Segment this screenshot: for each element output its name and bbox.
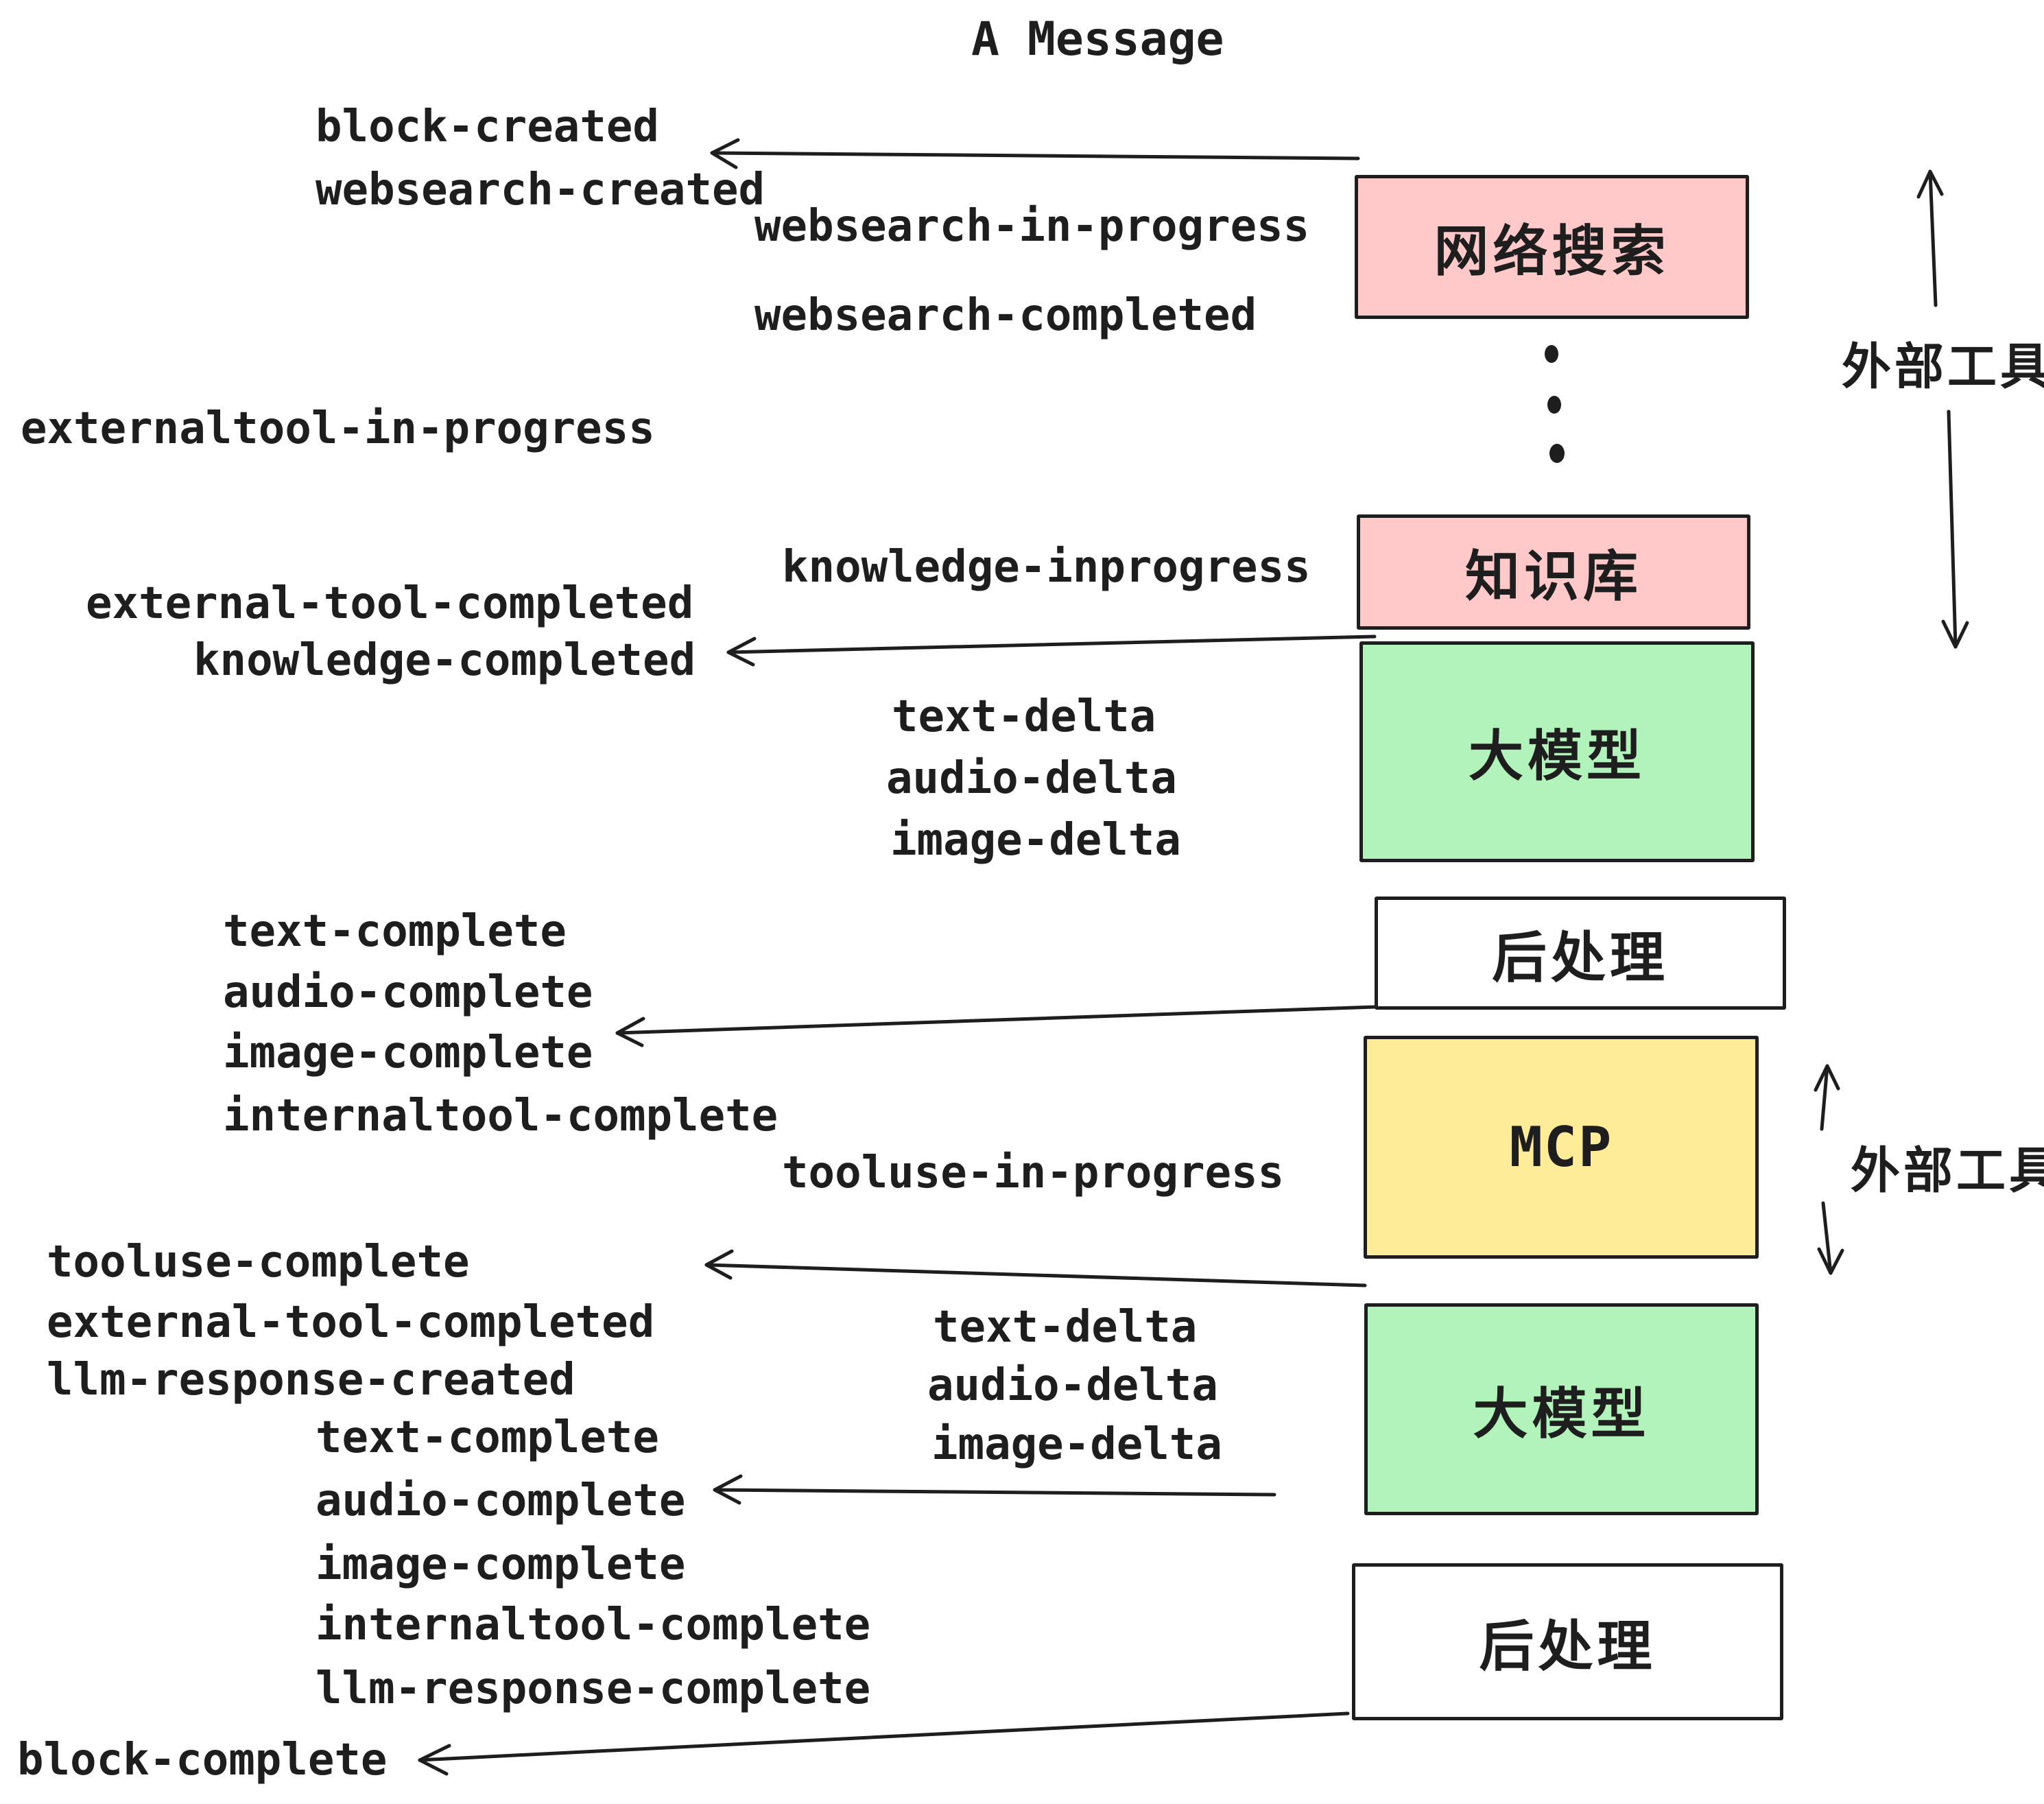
event-llm-response-complete: llm-response-complete xyxy=(316,1663,871,1714)
box-mcp-label: MCP xyxy=(1509,1115,1613,1179)
event-audio-complete-2: audio-complete xyxy=(316,1475,686,1526)
arrow-websearch-to-created xyxy=(710,138,1360,169)
event-image-complete-1: image-complete xyxy=(223,1028,593,1078)
event-knowledge-completed: knowledge-completed xyxy=(193,635,696,686)
event-externaltool-in-progress: externaltool-in-progress xyxy=(21,403,655,454)
arrow-external-tool-bottom-down xyxy=(1817,1201,1844,1275)
external-tool-label-bottom: 外部工具 xyxy=(1851,1143,2044,1199)
arrow-external-tool-bottom-up xyxy=(1814,1064,1840,1131)
event-image-delta-1: image-delta xyxy=(890,815,1181,866)
event-text-complete-2: text-complete xyxy=(316,1412,659,1463)
box-websearch-label: 网络搜索 xyxy=(1434,221,1670,282)
event-audio-delta-1: audio-delta xyxy=(886,753,1177,804)
box-knowledge-base: 知识库 xyxy=(1357,514,1750,630)
box-postprocess-1: 后处理 xyxy=(1375,897,1786,1010)
event-websearch-completed: websearch-completed xyxy=(754,290,1257,341)
box-mcp: MCP xyxy=(1364,1036,1759,1259)
event-internaltool-complete-1: internaltool-complete xyxy=(223,1091,779,1141)
external-tool-label-top: 外部工具 xyxy=(1842,340,2044,395)
arrow-external-tool-top-down xyxy=(1941,410,1969,649)
event-block-complete: block-complete xyxy=(17,1735,388,1785)
arrow-post1-to-complete xyxy=(615,1005,1377,1047)
event-audio-complete-1: audio-complete xyxy=(223,967,593,1018)
box-postprocess-1-label: 后处理 xyxy=(1492,927,1669,988)
arrow-external-tool-top-up xyxy=(1916,169,1944,307)
event-image-delta-2: image-delta xyxy=(931,1419,1222,1470)
box-llm-1-label: 大模型 xyxy=(1469,726,1645,787)
box-knowledge-base-label: 知识库 xyxy=(1465,546,1642,607)
event-internaltool-complete-2: internaltool-complete xyxy=(316,1600,871,1650)
event-text-complete-1: text-complete xyxy=(223,906,567,957)
event-text-delta-1: text-delta xyxy=(892,691,1156,742)
ellipsis-dots xyxy=(1545,345,1565,463)
event-audio-delta-2: audio-delta xyxy=(927,1360,1218,1411)
event-tooluse-complete: tooluse-complete xyxy=(47,1237,470,1287)
event-text-delta-2: text-delta xyxy=(933,1302,1198,1353)
box-llm-2-label: 大模型 xyxy=(1473,1383,1650,1445)
event-tooluse-in-progress: tooluse-in-progress xyxy=(782,1148,1285,1198)
event-knowledge-inprogress: knowledge-inprogress xyxy=(782,542,1311,593)
event-websearch-in-progress: websearch-in-progress xyxy=(754,201,1310,252)
page-title: A Message xyxy=(971,12,1224,67)
arrow-mcp-to-tooluse-complete xyxy=(704,1249,1367,1287)
event-image-complete-2: image-complete xyxy=(316,1539,686,1590)
event-external-tool-completed-2: external-tool-completed xyxy=(47,1297,655,1348)
arrow-knowledge-to-completed xyxy=(726,634,1377,667)
event-block-created: block-created xyxy=(316,102,659,152)
arrow-post2-to-block-complete xyxy=(418,1711,1350,1776)
event-external-tool-completed-1: external-tool-completed xyxy=(86,578,694,629)
box-llm-1: 大模型 xyxy=(1359,641,1755,862)
box-postprocess-2-label: 后处理 xyxy=(1479,1615,1656,1677)
box-websearch: 网络搜索 xyxy=(1355,175,1749,319)
box-llm-2: 大模型 xyxy=(1364,1303,1759,1515)
event-websearch-created: websearch-created xyxy=(316,165,765,215)
box-postprocess-2: 后处理 xyxy=(1352,1563,1783,1720)
event-llm-response-created: llm-response-created xyxy=(47,1355,575,1405)
arrow-llm2-to-complete xyxy=(713,1474,1276,1505)
